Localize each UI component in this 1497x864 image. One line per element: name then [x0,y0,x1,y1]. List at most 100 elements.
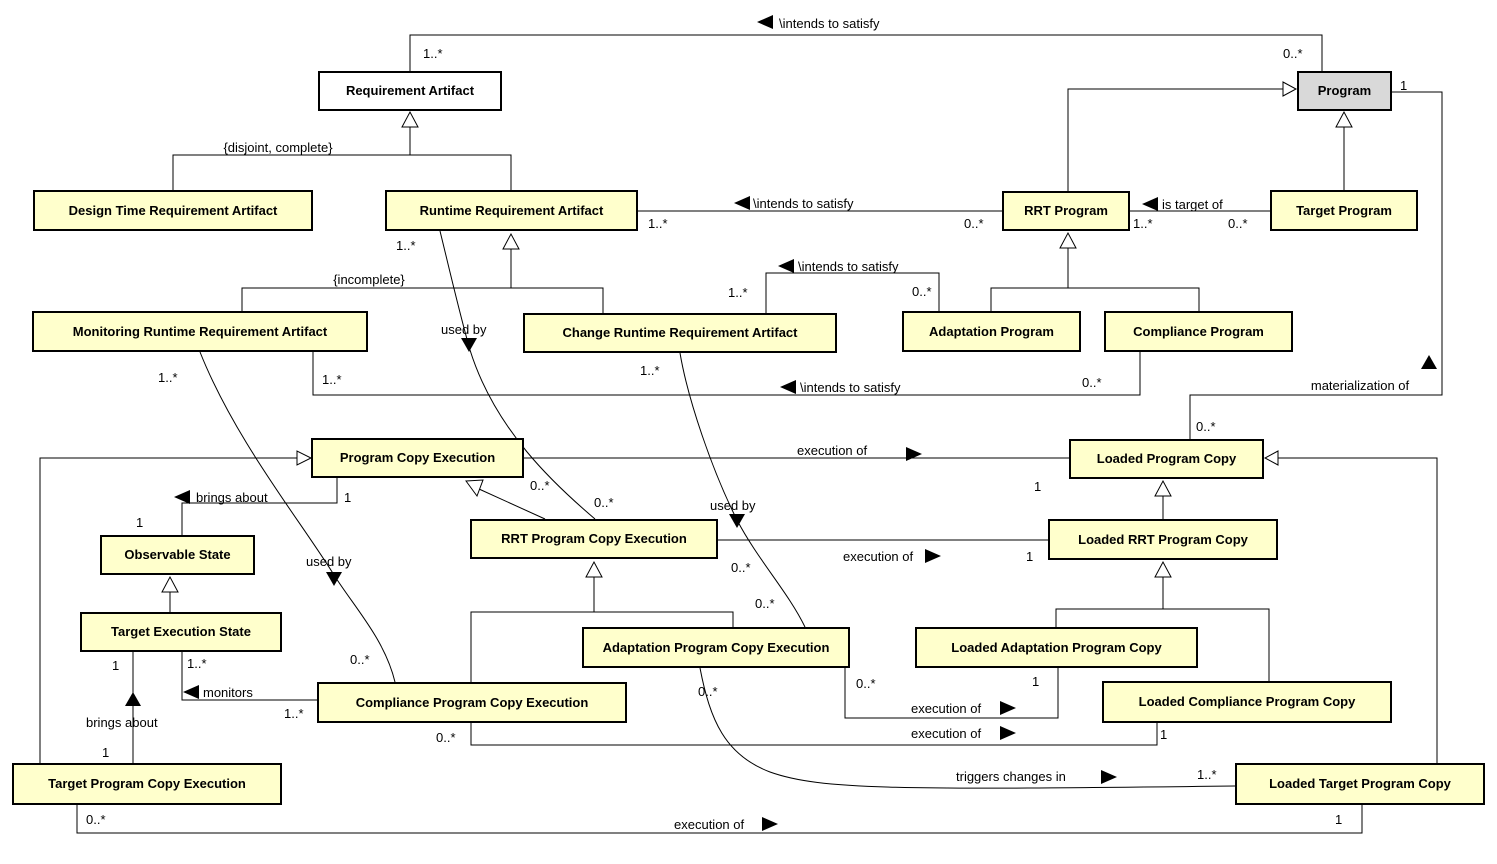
class-loaded-rrt-program-copy[interactable]: Loaded RRT Program Copy [1048,519,1278,560]
edge-is-target-of [1130,197,1270,212]
mult-execution-adaptation-src: 0..* [856,676,876,691]
mult-used-by-monitoring-src: 1..* [158,370,178,385]
edge-gen-rrt-program-to-program [1067,81,1298,191]
label-brings-about-target: brings about [86,715,158,730]
edge-brings-about-target [125,652,141,763]
edge-gen-target-pce-to-program-copy-execution [39,450,313,763]
mult-triggers-src: 0..* [698,684,718,699]
association-line [312,352,1141,396]
edge-materialization-of [1189,91,1443,439]
filled-arrow-up-icon [125,692,141,706]
label-monitors: monitors [203,685,253,700]
label-materialization-of: materialization of [1311,378,1410,393]
generalization-arrow-icon [1154,479,1172,497]
mult-brings-target-state: 1 [112,658,119,673]
class-adaptation-program[interactable]: Adaptation Program [902,311,1081,352]
mult-brings-target-pce: 1 [102,745,109,760]
edge-gen-design-runtime-to-requirement-artifact [172,110,512,190]
label-used-by-monitoring: used by [306,554,352,569]
edge-gen-target-program-to-program [1335,110,1353,190]
association-line [470,723,1158,746]
class-program[interactable]: Program [1297,71,1392,111]
edge-used-by-change [679,352,806,628]
edge-execution-of-adaptation [844,668,1059,719]
label-used-by-change: used by [710,498,756,513]
class-target-program-copy-execution[interactable]: Target Program Copy Execution [12,763,282,805]
edge-execution-of-rrt [718,539,1048,563]
association-line [439,230,596,520]
generalization-line [990,248,1200,311]
generalization-arrow-icon [401,110,419,128]
edge-used-by-runtime [439,230,596,520]
edge-gen-rrt-pce-to-program-copy-execution [465,479,546,520]
mult-execution-adaptation-tgt: 1 [1032,674,1039,689]
edge-intends-to-satisfy-top [409,15,1323,71]
class-loaded-program-copy[interactable]: Loaded Program Copy [1069,439,1264,479]
edge-gen-loaded-adaptation-compliance-to-loaded-rrt [1055,560,1270,681]
label-constraint-disjoint-complete: {disjoint, complete} [223,140,333,155]
filled-arrow-right-icon [925,549,941,563]
filled-arrow-left-icon [183,685,199,699]
class-runtime-requirement-artifact[interactable]: Runtime Requirement Artifact [385,190,638,231]
class-compliance-program-copy-execution[interactable]: Compliance Program Copy Execution [317,682,627,723]
mult-execution-program-tgt: 1 [1034,479,1041,494]
edge-gen-loaded-target-to-loaded-program-copy [1263,450,1438,763]
mult-execution-rrt-src: 0..* [731,560,751,575]
mult-intends-adaptation-change: 1..* [728,285,748,300]
generalization-arrow-icon [502,232,520,250]
mult-used-by-monitoring-tgt: 0..* [350,652,370,667]
filled-arrow-down-icon [729,514,745,528]
class-design-time-requirement-artifact[interactable]: Design Time Requirement Artifact [33,190,313,231]
class-change-runtime-requirement-artifact[interactable]: Change Runtime Requirement Artifact [523,313,837,353]
association-line [181,652,317,701]
class-loaded-compliance-program-copy[interactable]: Loaded Compliance Program Copy [1102,681,1392,723]
generalization-arrow-icon [1059,231,1077,249]
association-line [76,805,1363,834]
class-rrt-program-copy-execution[interactable]: RRT Program Copy Execution [470,519,718,559]
mult-is-target-of-target: 0..* [1228,216,1248,231]
edge-gen-adaptation-compliance-to-rrt-program [990,231,1200,311]
label-brings-about-observable: brings about [196,490,268,505]
generalization-line [241,249,604,313]
edge-gen-target-execution-state-to-observable-state [161,575,179,612]
label-execution-of-compliance: execution of [911,726,981,741]
generalization-arrow-icon [161,575,179,593]
generalization-arrow-icon [1154,560,1172,578]
association-line [844,668,1059,719]
mult-execution-compliance-src: 0..* [436,730,456,745]
class-program-copy-execution[interactable]: Program Copy Execution [311,438,524,478]
edge-monitors [181,652,317,701]
generalization-arrow-icon [1263,450,1279,466]
class-loaded-adaptation-program-copy[interactable]: Loaded Adaptation Program Copy [915,627,1198,668]
association-line [679,352,806,628]
edge-brings-about-observable [174,478,338,535]
mult-intends-compliance-program: 0..* [1082,375,1102,390]
label-execution-of-target: execution of [674,817,744,832]
mult-monitors-execution: 1..* [284,706,304,721]
filled-arrow-right-icon [1000,701,1016,715]
label-intends-to-satisfy-adaptation: \intends to satisfy [798,259,899,274]
class-requirement-artifact[interactable]: Requirement Artifact [318,71,502,111]
label-intends-to-satisfy-top: \intends to satisfy [779,16,880,31]
edge-intends-to-satisfy-adaptation [765,259,940,313]
filled-arrow-right-icon [762,817,778,831]
class-target-program[interactable]: Target Program [1270,190,1418,231]
label-is-target-of: is target of [1162,197,1223,212]
label-used-by-runtime: used by [441,322,487,337]
class-rrt-program[interactable]: RRT Program [1002,191,1130,231]
label-execution-of-program: execution of [797,443,867,458]
class-monitoring-runtime-requirement-artifact[interactable]: Monitoring Runtime Requirement Artifact [32,311,368,352]
mult-used-by-change-src: 1..* [640,363,660,378]
generalization-arrow-icon [296,450,313,466]
mult-materialization-copy: 0..* [1196,419,1216,434]
edge-execution-of-target [76,805,1363,834]
class-compliance-program[interactable]: Compliance Program [1104,311,1293,352]
generalization-arrow-icon [1282,81,1298,97]
generalization-arrow-icon [465,479,484,498]
class-target-execution-state[interactable]: Target Execution State [80,612,282,652]
mult-intends-rrt-runtime: 1..* [648,216,668,231]
class-adaptation-program-copy-execution[interactable]: Adaptation Program Copy Execution [582,627,850,668]
class-observable-state[interactable]: Observable State [100,535,255,575]
class-loaded-target-program-copy[interactable]: Loaded Target Program Copy [1235,763,1485,805]
